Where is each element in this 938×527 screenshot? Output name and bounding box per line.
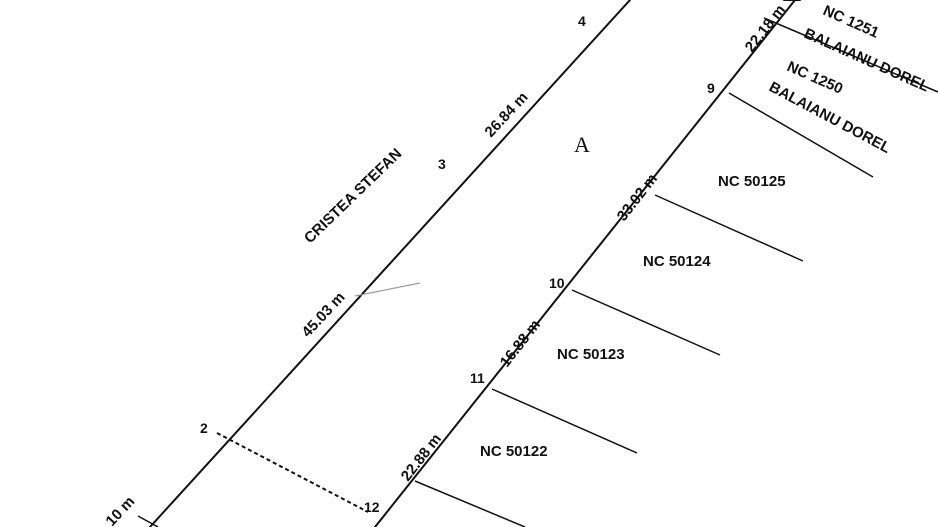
dimension-9-10: 33.02 m	[614, 171, 661, 225]
dimension-bottom-left: 10 m	[102, 493, 138, 527]
bottom-left-tick	[137, 515, 159, 527]
area-label: A	[574, 132, 590, 157]
dimension-2-3: 45.03 m	[298, 289, 348, 341]
boundary-nc50124-nc50123	[571, 289, 721, 356]
neighbor-nc50124: NC 50124	[643, 253, 711, 270]
boundary-nc50123-nc50122	[491, 388, 638, 454]
neighbor-nc50123: NC 50123	[557, 346, 625, 363]
neighbor-nc50125: NC 50125	[718, 173, 786, 190]
boundary-nc50122-lower	[414, 480, 526, 527]
point-9: 9	[707, 80, 715, 96]
boundary-dashed-2-12	[216, 432, 369, 513]
faint-stroke	[354, 282, 421, 297]
neighbor-nc50122: NC 50122	[480, 443, 548, 460]
dimension-top-right: 22.18 m	[742, 2, 789, 56]
dimension-11-12: 22.88 m	[398, 431, 445, 485]
dimension-10-11: 16.88 m	[497, 317, 544, 371]
point-2: 2	[200, 420, 208, 436]
boundary-nc1250-lower	[728, 92, 874, 178]
point-4: 4	[578, 13, 586, 29]
point-3: 3	[438, 156, 446, 172]
dimension-3-4: 26.84 m	[481, 89, 531, 141]
neighbor-left-owner: CRISTEA STEFAN	[301, 145, 405, 247]
point-12: 12	[364, 499, 380, 515]
boundary-right	[374, 0, 796, 527]
boundary-nc1251-lower	[763, 17, 938, 93]
point-10: 10	[549, 275, 565, 291]
boundary-nc50125-nc50124	[654, 194, 804, 262]
point-11: 11	[470, 370, 485, 386]
boundary-left	[149, 0, 631, 527]
